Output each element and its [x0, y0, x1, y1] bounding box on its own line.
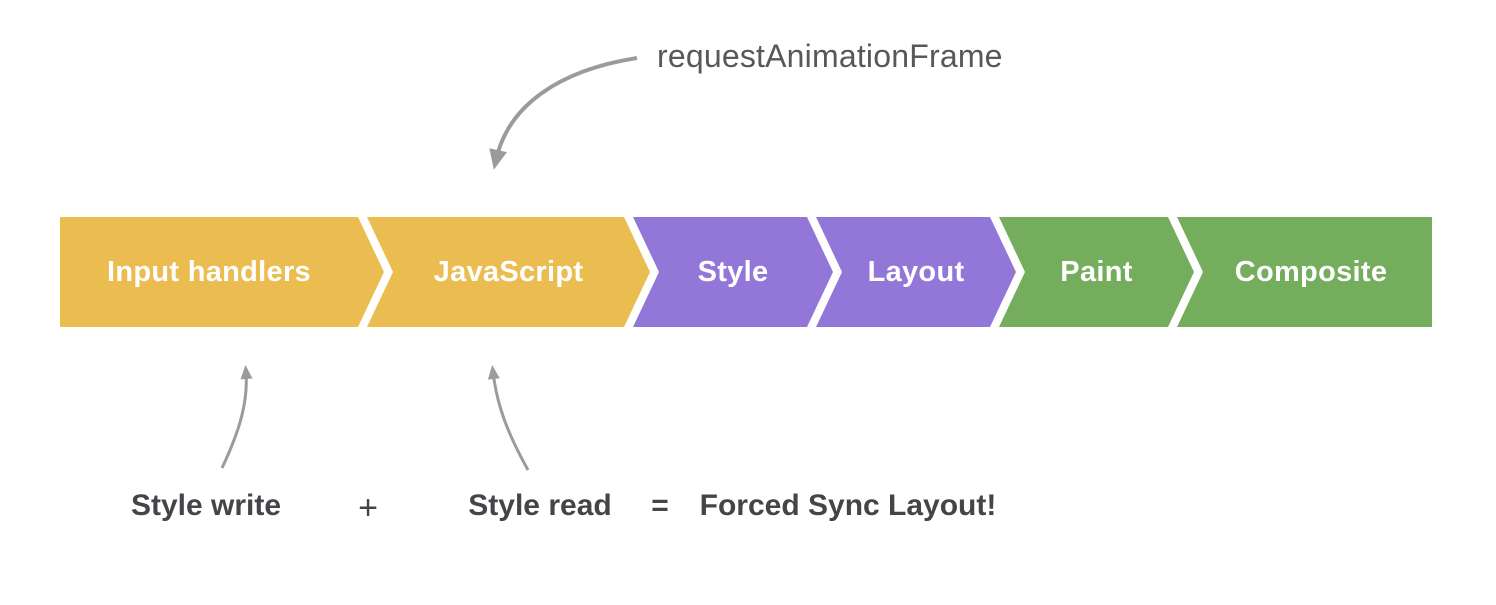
- pipeline-segment-label: Style: [697, 255, 769, 288]
- style-write-arrow: [220, 365, 253, 469]
- plus-sign: +: [358, 489, 378, 527]
- pipeline-segment-composite: Composite: [1177, 217, 1432, 327]
- equals-sign: =: [651, 489, 669, 522]
- style-read-arrow: [487, 365, 530, 471]
- pipeline-segment-input-handlers: Input handlers: [60, 217, 384, 327]
- pipeline-segment-paint: Paint: [999, 217, 1194, 327]
- style-read-label: Style read: [468, 489, 612, 522]
- pipeline-bar: Input handlers JavaScript Style Layout Paint…: [60, 217, 1432, 327]
- pipeline-segment-layout: Layout: [816, 217, 1016, 327]
- style-write-label: Style write: [130, 489, 282, 522]
- pipeline-segment-javascript: JavaScript: [367, 217, 650, 327]
- pipeline-segment-label: Input handlers: [107, 255, 311, 288]
- raf-curved-arrow: [489, 56, 638, 170]
- pipeline-segment-label: Paint: [1060, 255, 1133, 288]
- pipeline-segment-label: Layout: [867, 255, 965, 288]
- pipeline-segment-style: Style: [633, 217, 833, 327]
- pipeline-segment-label: Composite: [1234, 255, 1388, 288]
- pipeline-segment-label: JavaScript: [433, 255, 584, 288]
- request-animation-frame-label: requestAnimationFrame: [657, 38, 1003, 74]
- forced-sync-layout-label: Forced Sync Layout!: [699, 489, 997, 522]
